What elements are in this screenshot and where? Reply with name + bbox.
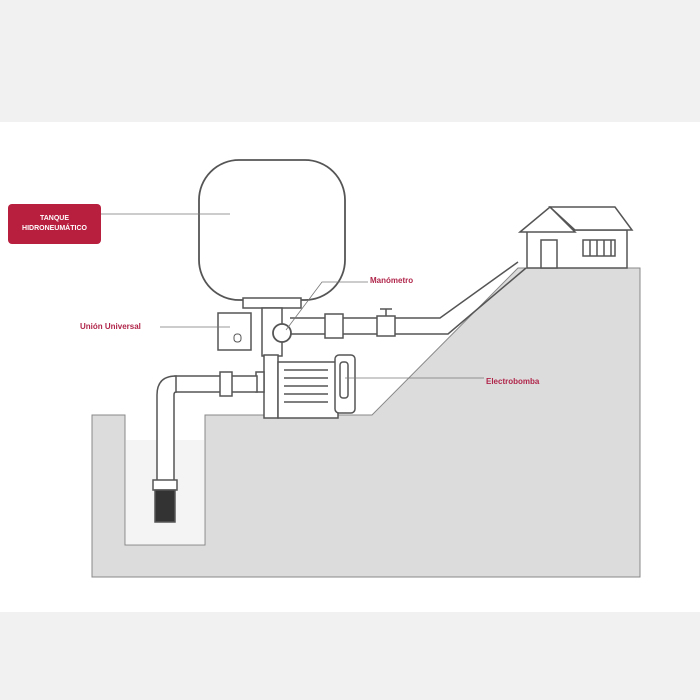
- universal-union: [217, 312, 252, 351]
- valve: [376, 315, 396, 337]
- pump-label: Electrobomba: [486, 377, 540, 386]
- suction-pipe: [152, 371, 258, 523]
- tank-label-badge: TANQUE HIDRONEUMÁTICO: [8, 204, 101, 244]
- union-label: Unión Universal: [80, 322, 141, 331]
- gauge-label: Manómetro: [370, 276, 414, 285]
- ground: [91, 267, 641, 578]
- electric-pump: [255, 354, 356, 419]
- leader-lines: [101, 213, 484, 379]
- tank-label-line1: TANQUE: [39, 215, 70, 222]
- pressure-gauge: [272, 323, 292, 343]
- tank-label-line2: HIDRONEUMÁTICO: [22, 225, 87, 232]
- house-icon: [517, 205, 634, 269]
- pressure-tank: [198, 159, 346, 301]
